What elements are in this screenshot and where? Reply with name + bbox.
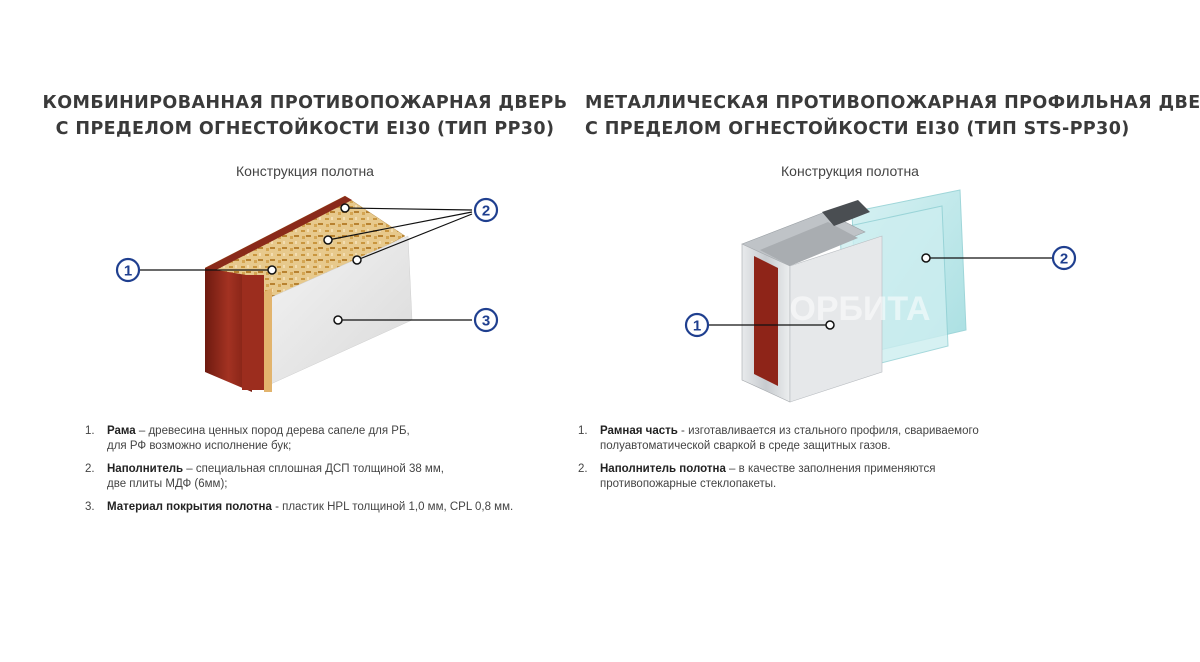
list-item-term: Рама [107, 425, 136, 437]
list-item-desc: – специальная сплошная ДСП толщиной 38 м… [183, 463, 444, 475]
callout-2-right: 2 [1051, 245, 1077, 271]
list-item: 2. Наполнитель полотна – в качестве запо… [578, 462, 979, 492]
callout-2-left: 2 [473, 197, 499, 223]
list-item-desc-cont: противопожарные стеклопакеты. [600, 478, 777, 490]
list-item-number: 1. [85, 425, 95, 437]
list-item-desc-cont: две плиты МДФ (6мм); [107, 478, 228, 490]
list-item-number: 3. [85, 501, 95, 513]
list-item: 2. Наполнитель – специальная сплошная ДС… [85, 462, 513, 492]
red-seal-strip [754, 256, 778, 386]
list-item-term: Материал покрытия полотна [107, 501, 272, 513]
left-title-line-2: С ПРЕДЕЛОМ ОГНЕСТОЙКОСТИ EI30 (ТИП PP30) [55, 119, 555, 139]
right-callout-dots [825, 253, 931, 330]
list-item-term: Наполнитель [107, 463, 184, 475]
callout-1-left-label: 1 [124, 263, 132, 280]
left-title-line-1: КОМБИНИРОВАННАЯ ПРОТИВОПОЖАРНАЯ ДВЕРЬ [42, 93, 568, 113]
mdf-layer [264, 288, 272, 392]
right-title: МЕТАЛЛИЧЕСКАЯ ПРОТИВОПОЖАРНАЯ ПРОФИЛЬНАЯ… [585, 90, 1200, 142]
callout-3-left-label: 3 [482, 313, 490, 330]
watermark: ОРБИТА [789, 290, 930, 328]
list-item: 1. Рамная часть - изготавливается из ста… [578, 424, 979, 454]
list-item-desc-cont: полуавтоматической сваркой в среде защит… [600, 440, 891, 452]
callout-2-right-label: 2 [1060, 251, 1068, 268]
wood-frame-front [205, 268, 252, 392]
list-item-desc: – в качестве заполнения применяются [725, 463, 936, 475]
list-item-number: 2. [85, 463, 95, 475]
callout-2-left-label: 2 [482, 203, 490, 220]
list-item-number: 1. [578, 425, 588, 437]
left-subtitle: Конструкция полотна [236, 163, 374, 179]
callout-3-left: 3 [473, 307, 499, 333]
list-item-desc-cont: для РФ возможно исполнение бук; [107, 440, 292, 452]
list-item-number: 2. [578, 463, 588, 475]
list-item: 1. Рама – древесина ценных пород дерева … [85, 424, 513, 454]
right-callouts [708, 257, 1052, 326]
right-subtitle: Конструкция полотна [781, 163, 919, 179]
callout-1-right-label: 1 [693, 318, 701, 335]
list-item-desc: – древесина ценных пород дерева сапеле д… [135, 425, 410, 437]
wood-frame-top [205, 196, 352, 272]
profile-slot [822, 200, 870, 226]
left-title: КОМБИНИРОВАННАЯ ПРОТИВОПОЖАРНАЯ ДВЕРЬ С … [20, 90, 590, 142]
right-spec-list: 1. Рамная часть - изготавливается из ста… [578, 424, 979, 500]
left-door-section [204, 195, 413, 392]
profile-side-face [789, 235, 883, 403]
wood-frame-inner [242, 275, 264, 390]
right-title-line-2: С ПРЕДЕЛОМ ОГНЕСТОЙКОСТИ EI30 (ТИП STS-P… [585, 119, 1130, 139]
callout-1-right: 1 [684, 312, 710, 338]
list-item-term: Рамная часть [600, 425, 678, 437]
callout-1-left: 1 [115, 257, 141, 283]
list-item: 3. Материал покрытия полотна - пластик H… [85, 500, 513, 515]
profile-insulation [760, 222, 858, 266]
left-callout-dots [267, 203, 362, 325]
list-item-term: Наполнитель полотна [600, 463, 726, 475]
right-door-section [741, 189, 967, 403]
right-title-line-1: МЕТАЛЛИЧЕСКАЯ ПРОТИВОПОЖАРНАЯ ПРОФИЛЬНАЯ… [585, 93, 1200, 113]
list-item-desc: - пластик HPL толщиной 1,0 мм, CPL 0,8 м… [271, 501, 514, 513]
left-spec-list: 1. Рама – древесина ценных пород дерева … [85, 424, 513, 523]
left-callouts [140, 207, 473, 321]
list-item-desc: - изготавливается из стального профиля, … [677, 425, 979, 437]
